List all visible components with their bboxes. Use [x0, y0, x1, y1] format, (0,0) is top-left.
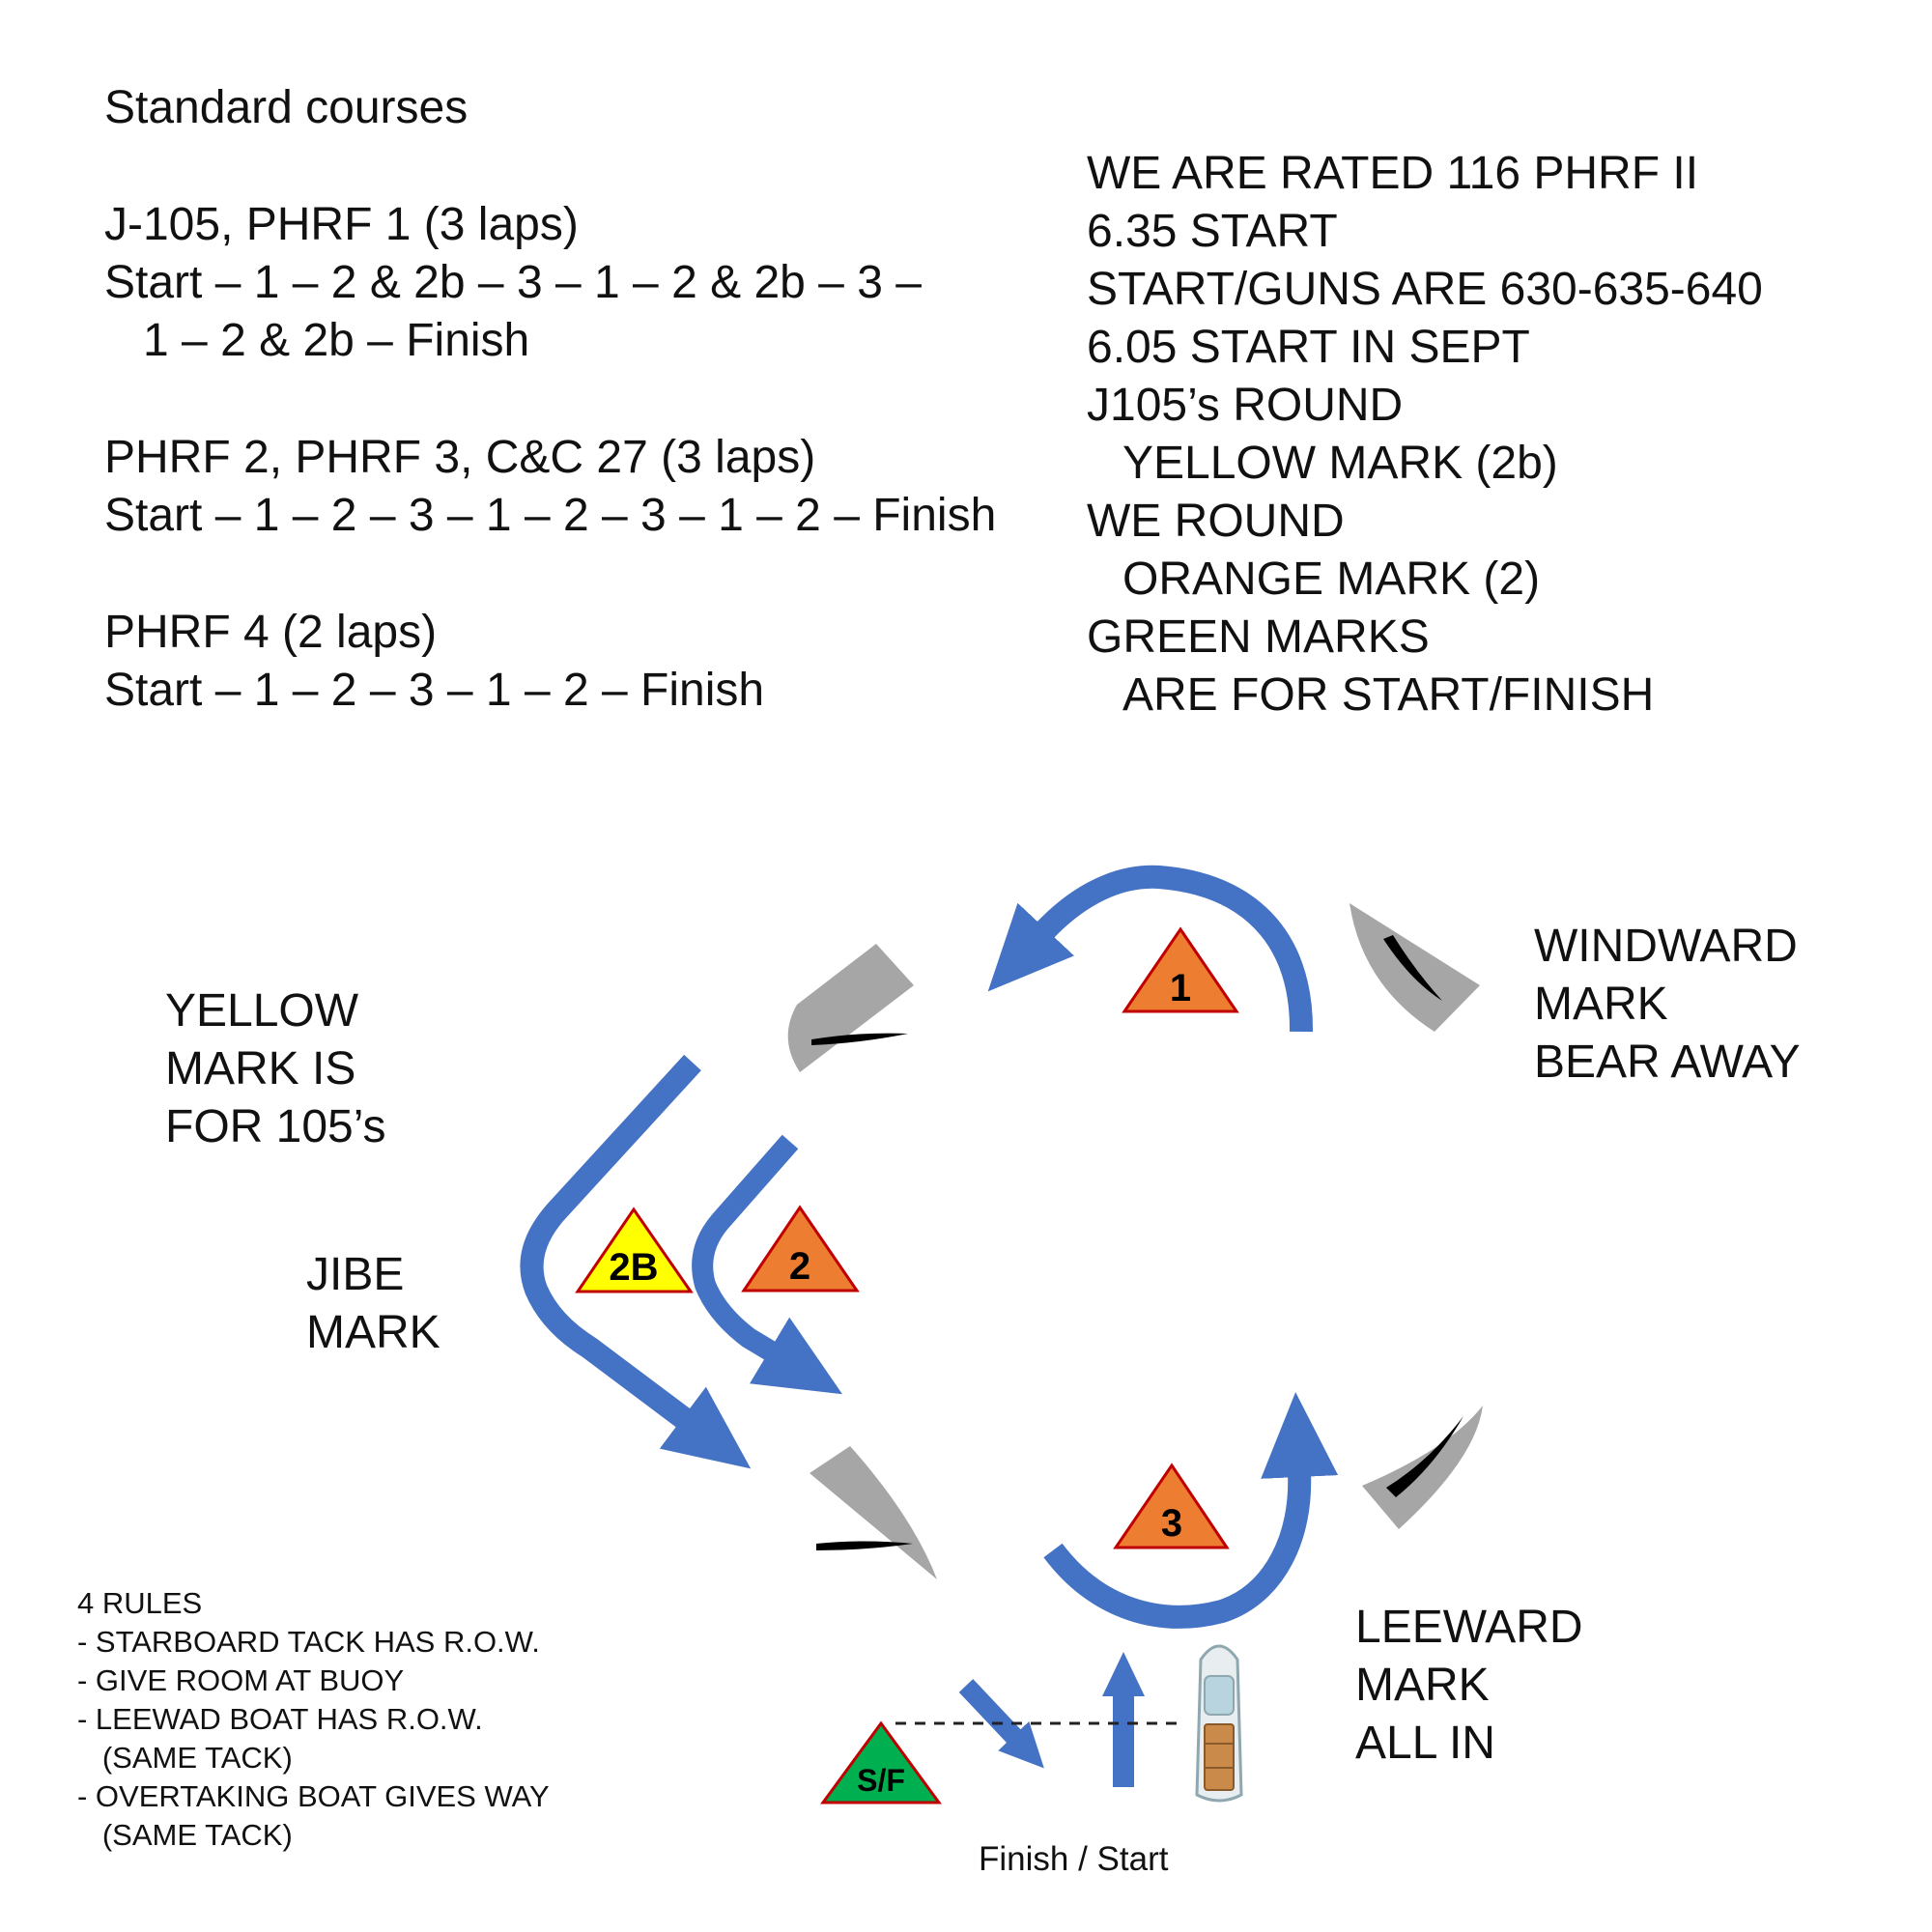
rule-line: (SAME TACK) [77, 1818, 293, 1852]
leeward-mark-label: ALL IN [1355, 1718, 1495, 1769]
jibe-mark-label: MARK [306, 1307, 440, 1358]
windward-rounding-arrow [987, 865, 1314, 1033]
course-phrf4-route-line1: Start – 1 – 2 – 3 – 1 – 2 – Finish [104, 665, 765, 716]
leeward-mark-label: MARK [1355, 1660, 1490, 1711]
windward-mark-label: WINDWARD [1534, 921, 1798, 972]
course-phrf4-heading: PHRF 4 (2 laps) [104, 607, 438, 658]
finish-arrow [958, 1679, 1044, 1769]
note-line: GREEN MARKS [1087, 611, 1430, 663]
finish-start-caption: Finish / Start [979, 1840, 1169, 1878]
boat-upper-right [1350, 903, 1480, 1032]
yellow-mark-label: MARK IS [165, 1043, 356, 1094]
note-line: START/GUNS ARE 630-635-640 [1087, 264, 1763, 315]
mark-2b: 2B [575, 1207, 694, 1293]
note-line: YELLOW MARK (2b) [1122, 438, 1558, 489]
yellow-mark-label: FOR 105’s [165, 1101, 386, 1152]
course-j105-route-line2: 1 – 2 & 2b – Finish [143, 315, 530, 366]
course-phrf23-route-line1: Start – 1 – 2 – 3 – 1 – 2 – 3 – 1 – 2 – … [104, 490, 997, 541]
yellow-mark-label: YELLOW [165, 985, 359, 1037]
note-line: WE ROUND [1087, 496, 1345, 547]
note-line: 6.05 START IN SEPT [1087, 322, 1530, 373]
boat-upper-left [787, 944, 914, 1072]
svg-text:3: 3 [1161, 1502, 1182, 1545]
note-line: ORANGE MARK (2) [1122, 554, 1541, 605]
mark-2: 2 [741, 1205, 860, 1293]
course-j105-heading: J-105, PHRF 1 (3 laps) [104, 199, 579, 250]
note-line: J105’s ROUND [1087, 380, 1404, 431]
mark-start-finish: S/F [820, 1720, 942, 1804]
course-j105-route-line1: Start – 1 – 2 & 2b – 3 – 1 – 2 & 2b – 3 … [104, 257, 922, 308]
rules-title: 4 RULES [77, 1586, 203, 1620]
note-line: ARE FOR START/FINISH [1122, 669, 1655, 721]
mark-3: 3 [1113, 1463, 1230, 1549]
rule-line: - LEEWAD BOAT HAS R.O.W. [77, 1702, 483, 1736]
jibe-route-2-arrow [692, 1134, 843, 1395]
rule-line: - OVERTAKING BOAT GIVES WAY [77, 1779, 550, 1813]
windward-mark-label: MARK [1534, 979, 1668, 1030]
jibe-route-2b-arrow [520, 1054, 752, 1469]
rule-line: - STARBOARD TACK HAS R.O.W. [77, 1625, 540, 1659]
course-phrf23-heading: PHRF 2, PHRF 3, C&C 27 (3 laps) [104, 432, 816, 483]
courses-title: Standard courses [104, 82, 469, 133]
note-line: 6.35 START [1087, 206, 1338, 257]
svg-text:S/F: S/F [857, 1763, 905, 1798]
svg-text:1: 1 [1170, 967, 1191, 1009]
jibe-mark-label: JIBE [306, 1249, 405, 1300]
svg-text:2: 2 [789, 1245, 810, 1288]
boat-lower-left [810, 1446, 937, 1579]
boat-lower-right [1362, 1406, 1483, 1529]
mark-1: 1 [1122, 926, 1239, 1013]
leeward-rounding-arrow [1043, 1392, 1339, 1629]
rule-line: - GIVE ROOM AT BUOY [77, 1663, 405, 1697]
rule-line: (SAME TACK) [77, 1741, 293, 1775]
committee-boat-icon [1195, 1644, 1243, 1803]
svg-text:2B: 2B [609, 1246, 658, 1289]
windward-mark-label: BEAR AWAY [1534, 1037, 1801, 1088]
leeward-mark-label: LEEWARD [1355, 1602, 1583, 1653]
note-line: WE ARE RATED 116 PHRF II [1087, 148, 1699, 199]
